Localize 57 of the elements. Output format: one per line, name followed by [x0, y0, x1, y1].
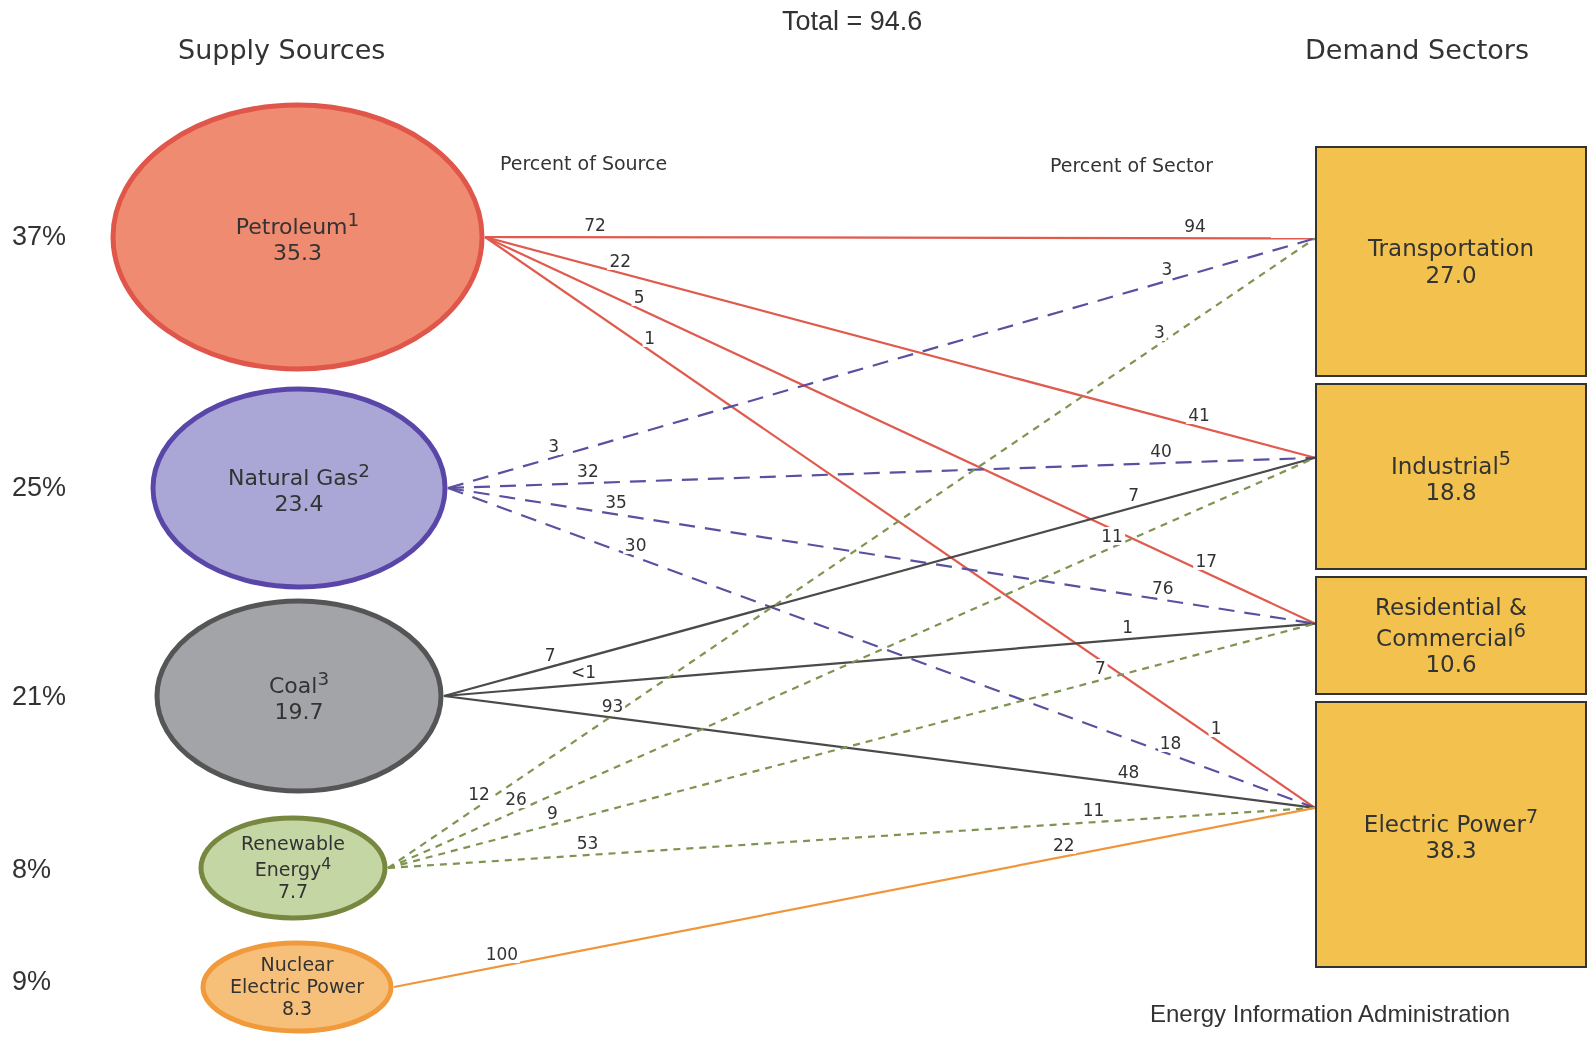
share-label: 21% — [12, 681, 67, 712]
source-ellipse — [198, 815, 388, 921]
flow-line — [447, 237, 1316, 490]
node-label: 8.3 — [281, 997, 313, 1020]
total-label: Total = 94.6 — [782, 6, 923, 37]
axis-note: Percent of Source — [500, 152, 668, 174]
sector-percent-label: 3 — [1152, 323, 1167, 341]
node-label: Natural Gas$^{2}$ — [228, 460, 370, 491]
edge-label: 30 — [622, 536, 649, 555]
column-heading: Demand Sectors — [1305, 34, 1529, 65]
share-label: 37% — [12, 221, 67, 252]
sector-box — [1315, 576, 1587, 695]
source-ellipse — [200, 940, 394, 1034]
node-label: Renewable Energy$^{4}$ — [240, 833, 346, 882]
sector-percent-label: 48 — [1115, 762, 1142, 781]
node-label: 23.4 — [274, 490, 324, 516]
sector-percent-label: 3 — [1159, 260, 1175, 278]
share-label: 9% — [12, 966, 52, 997]
node-label: 7.7 — [277, 881, 309, 903]
node-label: 10.6 — [1425, 651, 1477, 678]
edge-label: 93 — [599, 696, 626, 715]
node-label: 27.0 — [1425, 261, 1477, 288]
node-label: 35.3 — [273, 239, 322, 265]
node-label: Electric Power$^{7}$ — [1363, 805, 1539, 837]
flow-line — [387, 237, 1316, 869]
node-label: Residential & Commercial$^{6}$ — [1374, 593, 1528, 652]
flow-line — [443, 456, 1316, 698]
flow-line — [484, 236, 1316, 809]
edge-label: 3 — [546, 436, 562, 455]
source-ellipse — [150, 386, 448, 590]
sector-percent-label: 41 — [1186, 405, 1212, 424]
node-label: 38.3 — [1425, 836, 1477, 864]
axis-note: Percent of Sector — [1050, 154, 1213, 176]
node-label: Petroleum$^{1}$ — [235, 209, 360, 240]
share-label: 8% — [12, 854, 52, 885]
sector-box — [1315, 701, 1587, 968]
source-note: Energy Information Administration — [1150, 1000, 1511, 1028]
source-ellipse — [110, 102, 485, 372]
flow-line — [447, 486, 1316, 809]
flow-line — [393, 806, 1316, 989]
sector-percent-label: 18 — [1157, 733, 1184, 752]
flow-line — [443, 694, 1316, 809]
edge-label: 26 — [503, 790, 529, 809]
node-label: Nuclear Electric Power — [229, 954, 365, 998]
flow-line — [485, 235, 1315, 240]
sector-percent-label: 76 — [1150, 578, 1176, 597]
node-label: Transportation — [1367, 235, 1535, 262]
node-label: Industrial$^{5}$ — [1390, 447, 1512, 479]
node-label: 19.7 — [274, 698, 324, 724]
sector-box — [1315, 383, 1587, 570]
node-label: 18.8 — [1425, 478, 1477, 506]
share-label: 25% — [12, 472, 67, 503]
source-ellipse — [154, 598, 444, 794]
column-heading: Supply Sources — [178, 34, 386, 65]
node-label: Coal$^{3}$ — [268, 668, 330, 699]
edge-label: 5 — [631, 287, 647, 306]
sector-box — [1315, 146, 1587, 377]
